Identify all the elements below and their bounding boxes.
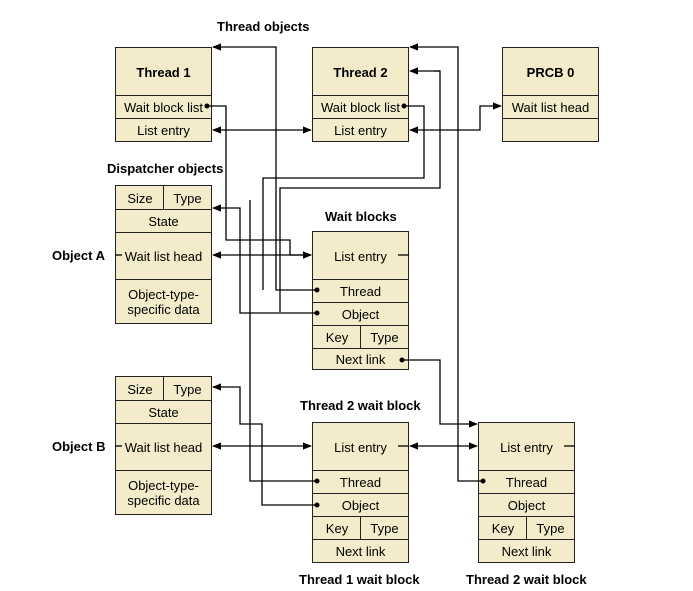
wait-block-1: List entry Thread Object Key Type Next l… (312, 231, 409, 370)
wait-block-thread2-next-link: Next link (479, 539, 574, 562)
dot-wbt1-thread (314, 478, 320, 484)
link-wbt2-thread-to-thread2 (409, 43, 483, 482)
wait-block-1-type: Type (360, 325, 408, 349)
wait-block-1-object: Object (313, 302, 408, 326)
heading-thread2-wait-block-top: Thread 2 wait block (300, 398, 421, 413)
heading-thread2-wait-block: Thread 2 wait block (466, 572, 587, 587)
dot-thread1-wbl (204, 103, 210, 109)
wait-block-1-list-entry: List entry (334, 248, 387, 264)
dot-wb1-nextlink (399, 357, 405, 363)
wait-block-1-next-link: Next link (313, 348, 408, 369)
dot-wbt1-object (314, 502, 320, 508)
link-thread2-loop (279, 70, 441, 312)
object-a-specific-data: Object-type- specific data (116, 279, 211, 323)
thread2-list-entry: List entry (313, 118, 408, 141)
object-b-wait-list-head: Wait list head (116, 423, 211, 471)
heading-wait-blocks: Wait blocks (325, 209, 397, 224)
heading-dispatcher-objects: Dispatcher objects (107, 161, 224, 176)
dot-wb1-thread (314, 287, 320, 293)
object-a-type: Type (163, 186, 211, 210)
wait-block-thread1-thread: Thread (313, 470, 408, 494)
thread1-title: Thread 1 (136, 64, 191, 80)
object-b-specific-data: Object-type- specific data (116, 470, 211, 514)
link-thread2-waitblocklist (262, 105, 425, 290)
wait-block-thread2-object: Object (479, 493, 574, 517)
thread1-list-entry: List entry (116, 118, 211, 141)
link-wbt1-thread (249, 200, 317, 482)
thread1-object: Thread 1 Wait block list List entry (115, 47, 212, 142)
prcb0: PRCB 0 Wait list head (502, 47, 599, 142)
link-wb1-nextlink (402, 359, 478, 428)
heading-thread1-wait-block: Thread 1 wait block (299, 572, 420, 587)
thread2-wait-block-list: Wait block list (313, 95, 408, 119)
dot-wb1-object (314, 310, 320, 316)
wait-block-thread1-next-link: Next link (313, 539, 408, 562)
dispatcher-object-a: Size Type State Wait list head Object-ty… (115, 185, 212, 324)
object-a-state: State (116, 209, 211, 233)
heading-thread-objects: Thread objects (217, 19, 310, 34)
dispatcher-object-b: Size Type State Wait list head Object-ty… (115, 376, 212, 515)
wait-block-1-key: Key (313, 325, 361, 349)
wait-block-thread1-list-entry: List entry (334, 439, 387, 455)
wait-block-thread1-key: Key (313, 516, 361, 540)
object-a-size: Size (127, 190, 153, 206)
wait-block-thread2: List entry Thread Object Key Type Next l… (478, 422, 575, 563)
wait-block-thread1-type: Type (360, 516, 408, 540)
wait-block-thread2-key: Key (479, 516, 527, 540)
wait-block-thread2-list-entry: List entry (500, 439, 553, 455)
object-a-label: Object A (52, 248, 105, 263)
link-wb1-thread-to-thread1 (212, 43, 317, 291)
thread1-wait-block-list: Wait block list (116, 95, 211, 119)
link-wb1-object-to-objA (212, 204, 317, 314)
dot-wbt2-thread (480, 478, 486, 484)
object-b-state: State (116, 400, 211, 424)
prcb0-wait-list-head: Wait list head (503, 95, 598, 119)
wait-block-thread1: List entry Thread Object Key Type Next l… (312, 422, 409, 563)
link-thread2-prcb (409, 102, 502, 134)
thread2-title: Thread 2 (333, 64, 388, 80)
wait-block-1-thread: Thread (313, 279, 408, 303)
prcb0-empty-row (503, 118, 598, 141)
link-thread1-waitblocklist (207, 105, 312, 259)
object-b-label: Object B (52, 439, 106, 454)
thread2-object: Thread 2 Wait block list List entry (312, 47, 409, 142)
object-b-size: Size (127, 381, 153, 397)
wait-block-thread1-object: Object (313, 493, 408, 517)
prcb0-title: PRCB 0 (526, 64, 575, 80)
object-a-wait-list-head: Wait list head (116, 232, 211, 280)
object-b-type: Type (163, 377, 211, 401)
wait-block-thread2-type: Type (526, 516, 574, 540)
link-wbt1-object (212, 383, 317, 506)
wait-block-thread2-thread: Thread (479, 470, 574, 494)
dot-thread2-wbl (401, 103, 407, 109)
